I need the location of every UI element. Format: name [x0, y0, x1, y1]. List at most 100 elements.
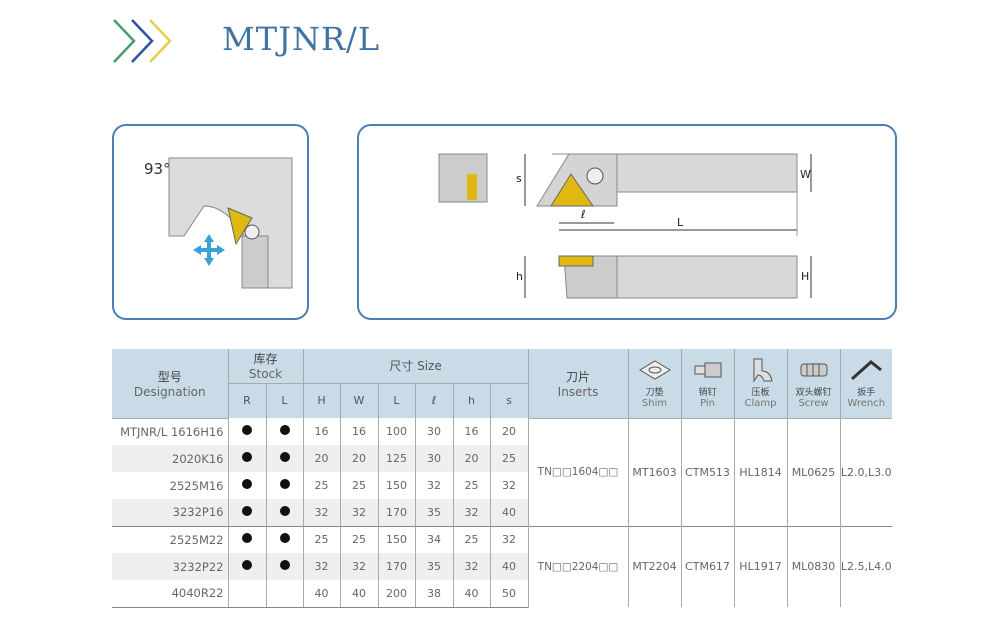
size-cell: 150	[377, 525, 415, 553]
size-cell: 32	[489, 525, 528, 553]
size-cell: 16	[339, 418, 378, 445]
stock-r-cell	[227, 580, 266, 608]
stock-l-header: L	[265, 383, 303, 418]
size-header: 尺寸 Size	[302, 349, 528, 384]
pin-cell: CTM617	[680, 525, 734, 607]
size-cell: 35	[414, 553, 453, 580]
designation-cell: 2525M16	[169, 478, 224, 493]
in-stock-dot-icon	[279, 425, 290, 435]
size-cell: 50	[489, 580, 528, 608]
screw-icon	[800, 363, 827, 377]
stock-r-cell	[227, 445, 266, 472]
size-cell: 32	[452, 499, 490, 526]
stock-l-cell	[265, 472, 303, 499]
size-cell: 30	[414, 418, 453, 445]
size-s-header: s	[489, 383, 528, 418]
size-cell: 20	[489, 418, 528, 445]
in-stock-dot-icon	[242, 479, 252, 489]
size-cell: 32	[302, 553, 340, 580]
size-cell: 25	[302, 472, 340, 499]
chevron-logo-icon	[113, 19, 172, 63]
in-stock-dot-icon	[279, 533, 290, 544]
stock-r-cell	[227, 499, 266, 526]
in-stock-dot-icon	[279, 452, 290, 462]
designation-cell: 3232P22	[112, 553, 228, 580]
insert-cell: TN□□2204□□	[527, 525, 628, 607]
size-cell: 34	[414, 525, 453, 553]
tool-angle-diagram: 93°	[112, 124, 309, 320]
size-cell: 125	[377, 445, 415, 472]
stock-l-cell	[265, 553, 303, 580]
svg-text:s: s	[516, 172, 522, 185]
in-stock-dot-icon	[242, 533, 252, 544]
in-stock-dot-icon	[242, 425, 252, 435]
size-cell: 40	[302, 580, 340, 608]
in-stock-dot-icon	[279, 560, 290, 570]
in-stock-dot-icon	[279, 479, 290, 489]
angle-label: 93°	[144, 160, 171, 178]
size-cell: 25	[452, 472, 490, 499]
size-cell: 20	[339, 445, 378, 472]
designation-cell: MTJNR/L 1616H16	[120, 424, 224, 439]
screw-cell: ML0830	[786, 525, 840, 607]
tool-dimension-diagram: s W ℓ L h H	[357, 124, 897, 320]
size-cell: 25	[339, 472, 378, 499]
wrench-cell: L2.0,L3.0	[839, 418, 892, 526]
size-cell: 40	[489, 499, 528, 526]
size-cell: 40	[489, 553, 528, 580]
designation-cell: 3232P16	[112, 499, 228, 526]
size-cell: 32	[414, 472, 453, 499]
in-stock-dot-icon	[242, 505, 252, 516]
size-cell: 16	[302, 418, 340, 445]
size-h-header: H	[302, 383, 340, 418]
in-stock-dot-icon	[279, 505, 290, 516]
stock-l-cell	[265, 525, 303, 553]
size-cell: 32	[339, 499, 378, 526]
page-title: MTJNR/L	[222, 20, 381, 58]
size-cell: 32	[339, 553, 378, 580]
stock-l-cell	[265, 580, 303, 608]
size-cell: 25	[489, 445, 528, 472]
stock-r-cell	[227, 525, 266, 553]
svg-text:h: h	[516, 270, 523, 283]
size-cell: 32	[452, 553, 490, 580]
size-cell: 38	[414, 580, 453, 608]
size-l-header: L	[377, 383, 415, 418]
svg-text:W: W	[800, 168, 811, 181]
size-cell: 20	[452, 445, 490, 472]
size-cell: 25	[339, 525, 378, 553]
size-cell: 32	[489, 472, 528, 499]
stock-l-cell	[265, 418, 303, 445]
pin-cell: CTM513	[680, 418, 734, 526]
size-cell: 16	[452, 418, 490, 445]
move-arrows-icon	[193, 234, 225, 266]
shim-icon	[638, 360, 671, 380]
size-cell: 100	[377, 418, 415, 445]
size-cell: 25	[452, 525, 490, 553]
size-w-header: W	[339, 383, 378, 418]
clamp-cell: HL1814	[733, 418, 787, 526]
wrench-cell: L2.5,L4.0	[839, 525, 892, 607]
stock-l-cell	[265, 499, 303, 526]
screw-cell: ML0625	[786, 418, 840, 526]
size-cell: 40	[339, 580, 378, 608]
in-stock-dot-icon	[242, 452, 252, 462]
designation-cell: 2525M22	[112, 525, 228, 553]
stock-r-cell	[227, 418, 266, 445]
size-cell: 25	[302, 525, 340, 553]
size-cell: 170	[377, 553, 415, 580]
designation-cell: 2020K16	[112, 445, 228, 472]
